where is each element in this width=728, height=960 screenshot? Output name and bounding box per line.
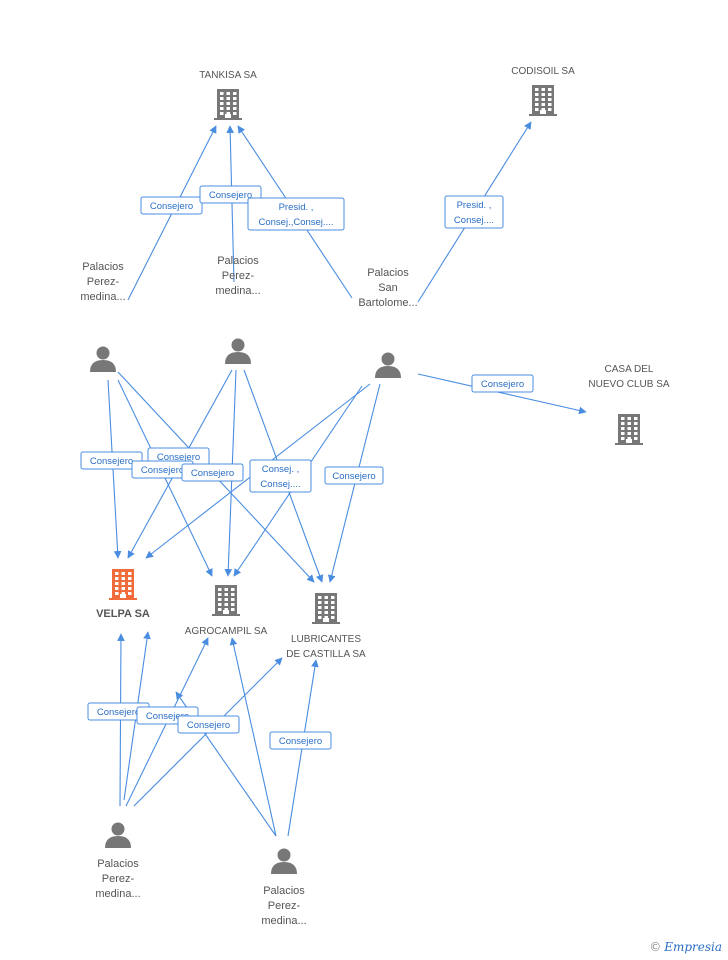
person-icon bbox=[375, 352, 401, 378]
person-icon bbox=[90, 346, 116, 372]
relation-tag[interactable]: Consejero bbox=[140, 196, 203, 215]
person-node-p5[interactable]: PalaciosPerez-medina... bbox=[261, 848, 307, 928]
relation-tag-label: Consejero bbox=[97, 707, 140, 718]
relation-tag-box bbox=[269, 731, 332, 750]
node-label: Perez- bbox=[87, 276, 120, 288]
building-icon bbox=[109, 569, 137, 600]
relation-tag-label: Consejero bbox=[481, 379, 524, 390]
node-label: NUEVO CLUB SA bbox=[588, 379, 669, 390]
company-node-casa-del-nuevo-club[interactable]: CASA DEL NUEVO CLUB SA bbox=[588, 364, 670, 445]
node-label: CASA DEL bbox=[605, 364, 654, 375]
relation-tag-label: Consej.... bbox=[260, 479, 300, 490]
relation-tag[interactable]: Consejero bbox=[177, 715, 240, 734]
relation-tag[interactable]: Consejero bbox=[471, 374, 534, 393]
relation-tag-label: Consejero bbox=[141, 465, 184, 476]
relation-tag-label: Consejero bbox=[191, 468, 234, 479]
node-label: medina... bbox=[215, 285, 260, 297]
node-label: LUBRICANTES bbox=[291, 634, 361, 645]
company-node-lubricantes[interactable]: LUBRICANTES DE CASTILLA SA bbox=[286, 593, 366, 660]
building-icon bbox=[212, 585, 240, 616]
relation-tag-label: Consej.... bbox=[454, 215, 494, 226]
relation-tag-box bbox=[247, 197, 345, 231]
node-label: VELPA SA bbox=[96, 608, 150, 620]
relation-tag-box bbox=[444, 195, 504, 229]
person-icon bbox=[271, 848, 297, 874]
brand-logo: ©Empresia bbox=[649, 940, 722, 954]
relation-tag-label: Consejero bbox=[209, 190, 252, 201]
relation-tag-box bbox=[181, 463, 244, 482]
relation-tag-box bbox=[249, 459, 312, 493]
person-node-p1[interactable]: PalaciosPerez-medina... bbox=[80, 261, 126, 372]
relation-tag-label: Consejero bbox=[332, 471, 375, 482]
node-label: medina... bbox=[80, 291, 125, 303]
company-node-codisoil[interactable]: CODISOIL SA bbox=[511, 66, 575, 116]
node-label: Palacios bbox=[82, 261, 124, 273]
relation-tag-label: Consej. , bbox=[262, 464, 300, 475]
relation-edge bbox=[226, 125, 235, 283]
person-icon bbox=[225, 338, 251, 364]
person-node-p4[interactable]: PalaciosPerez-medina... bbox=[95, 822, 141, 901]
node-label: Palacios bbox=[263, 885, 305, 897]
building-icon bbox=[615, 414, 643, 445]
building-icon bbox=[214, 89, 242, 120]
node-label: Palacios bbox=[217, 255, 259, 267]
relation-tag[interactable]: Consejero bbox=[199, 185, 262, 204]
node-label: San bbox=[378, 282, 398, 294]
relation-tag[interactable]: Consejero bbox=[80, 451, 143, 470]
relation-tag[interactable]: Presid. , Consej.... bbox=[444, 195, 504, 229]
relation-tag-label: Consej.,Consej.... bbox=[259, 217, 334, 228]
relation-tag[interactable]: Consejero bbox=[324, 466, 384, 485]
node-label: AGROCAMPIL SA bbox=[185, 626, 268, 637]
relation-tag-label: Presid. , bbox=[457, 200, 492, 211]
relation-tag-box bbox=[177, 715, 240, 734]
person-icon bbox=[105, 822, 131, 848]
relation-tag-box bbox=[324, 466, 384, 485]
relation-edge bbox=[229, 637, 277, 837]
relation-tag-label: Consejero bbox=[90, 456, 133, 467]
building-icon bbox=[312, 593, 340, 624]
building-icon bbox=[529, 85, 557, 116]
brand-name: Empresia bbox=[664, 940, 722, 954]
relation-tag-label: Consejero bbox=[279, 736, 322, 747]
node-label: medina... bbox=[95, 888, 140, 900]
node-label: TANKISA SA bbox=[199, 70, 257, 81]
relation-tag-box bbox=[471, 374, 534, 393]
node-label: Palacios bbox=[97, 858, 139, 870]
relation-tag-label: Consejero bbox=[146, 711, 189, 722]
person-node-p2[interactable]: PalaciosPerez-medina... bbox=[215, 255, 261, 364]
relation-tag-label: Consejero bbox=[150, 201, 193, 212]
relation-tag-label: Consejero bbox=[157, 452, 200, 463]
node-label: Perez- bbox=[222, 270, 255, 282]
copyright-symbol: © bbox=[649, 940, 662, 954]
node-label: Perez- bbox=[102, 873, 135, 885]
person-node-p3[interactable]: PalaciosSanBartolome... bbox=[358, 267, 418, 378]
node-label: Palacios bbox=[367, 267, 409, 279]
relation-tag-box bbox=[140, 196, 203, 215]
relation-tag-label: Consejero bbox=[187, 720, 230, 731]
relation-tag[interactable]: Consejero bbox=[269, 731, 332, 750]
node-label: DE CASTILLA SA bbox=[286, 649, 366, 660]
company-node-agrocampil[interactable]: AGROCAMPIL SA bbox=[185, 585, 268, 637]
relation-edge bbox=[417, 373, 587, 415]
company-node-velpa[interactable]: VELPA SA bbox=[96, 569, 150, 620]
nodes-layer: TANKISA SA CODISOIL SA CASA DEL NUEVO CLUB … bbox=[80, 66, 670, 927]
relation-tag[interactable]: Presid. , Consej.,Consej.... bbox=[247, 197, 345, 231]
relation-tag-label: Presid. , bbox=[279, 202, 314, 213]
relation-tag-box bbox=[199, 185, 262, 204]
relation-tag[interactable]: Consej. , Consej.... bbox=[249, 459, 312, 493]
node-label: Perez- bbox=[268, 900, 301, 912]
node-label: medina... bbox=[261, 915, 306, 927]
relation-tag[interactable]: Consejero bbox=[181, 463, 244, 482]
company-node-tankisa[interactable]: TANKISA SA bbox=[199, 70, 257, 120]
node-label: Bartolome... bbox=[358, 297, 417, 309]
node-label: CODISOIL SA bbox=[511, 66, 575, 77]
